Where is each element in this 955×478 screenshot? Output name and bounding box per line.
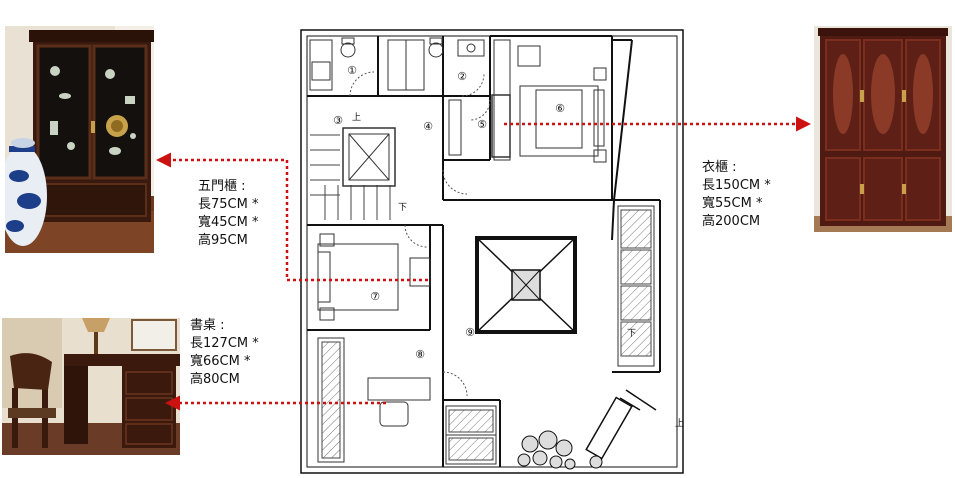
leader-lines	[156, 116, 811, 411]
desk-spec-width: 寬66CM *	[190, 354, 251, 369]
cabinet-spec-title: 五門櫃 :	[198, 179, 246, 194]
wardrobe-spec-width: 寬55CM *	[702, 196, 763, 211]
plan-fixtures	[309, 37, 655, 465]
room-number-3: ③	[333, 114, 343, 127]
stair-up-mark: 上	[352, 112, 361, 123]
room-number-7: ⑦	[370, 290, 380, 303]
wardrobe-spec-height: 高200CM	[702, 214, 761, 229]
plants	[517, 430, 603, 470]
wardrobe-spec-length: 長150CM *	[702, 178, 771, 193]
cabinet-spec-length: 長75CM *	[198, 197, 259, 212]
desk-spec-height: 高80CM	[190, 372, 240, 387]
room-number-9: ⑨	[465, 326, 475, 339]
cabinet-photo	[5, 26, 154, 253]
room-number-5: ⑤	[477, 118, 487, 131]
room-number-4: ④	[423, 120, 433, 133]
cabinet-spec: 五門櫃 : 長75CM * 寬45CM * 高95CM	[198, 178, 258, 250]
desk-spec-title: 書桌 :	[190, 318, 225, 333]
balcony-up-mark: 上	[675, 418, 684, 429]
wardrobe-photo	[814, 26, 952, 232]
desk-spec-length: 長127CM *	[190, 336, 259, 351]
skylight	[475, 236, 577, 334]
cabinet-spec-height: 高95CM	[198, 233, 248, 248]
cabinet-down-mark: 下	[627, 329, 636, 339]
wardrobe-spec: 衣櫃 : 長150CM * 寬55CM * 高200CM	[702, 159, 771, 231]
room-number-2: ②	[457, 70, 467, 83]
stair-down-mark: 下	[398, 203, 407, 213]
wardrobe-spec-title: 衣櫃 :	[702, 160, 737, 175]
lounge-chair	[585, 389, 657, 460]
plan-interior-walls	[307, 35, 661, 467]
desk-spec: 書桌 : 長127CM * 寬66CM * 高80CM	[190, 317, 259, 389]
room-number-8: ⑧	[415, 348, 425, 361]
cabinet-spec-width: 寬45CM *	[198, 215, 259, 230]
room-number-1: ①	[347, 64, 357, 77]
desk-photo	[2, 318, 180, 455]
plan-hatched-shelves	[321, 209, 652, 461]
leader-line-cabinet	[156, 152, 428, 282]
room-number-6: ⑥	[555, 102, 565, 115]
plan-door-swings	[349, 71, 491, 397]
